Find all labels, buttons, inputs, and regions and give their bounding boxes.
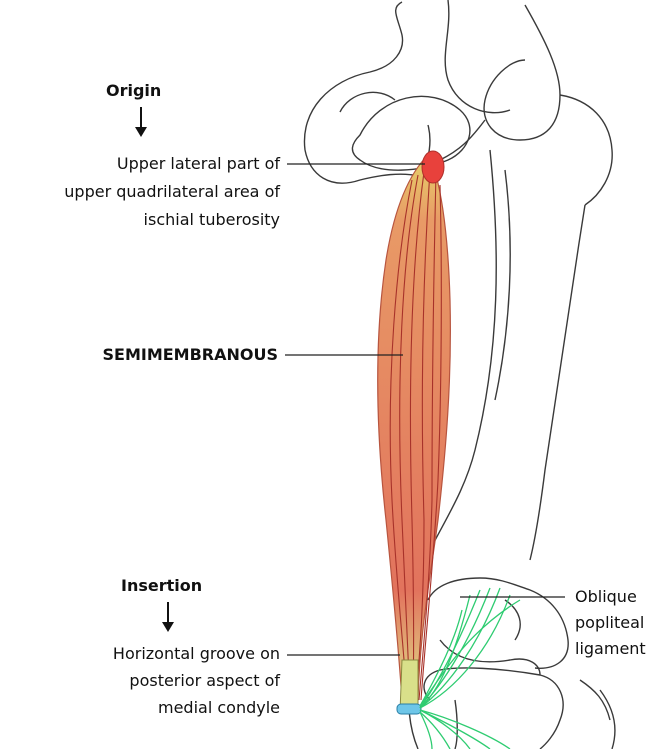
- insertion-arrow: [167, 602, 169, 624]
- insertion-text-line-3: medial condyle: [158, 697, 280, 718]
- origin-heading: Origin: [106, 80, 161, 101]
- ligament-text-line-3: ligament: [575, 638, 646, 659]
- origin-site: [422, 151, 444, 183]
- origin-arrow: [140, 107, 142, 129]
- insertion-text-line-2: posterior aspect of: [129, 670, 280, 691]
- pelvis-bone: [304, 0, 510, 183]
- insertion-heading: Insertion: [121, 575, 202, 596]
- origin-text-line-2: upper quadrilateral area of: [64, 181, 280, 202]
- origin-text-line-3: ischial tuberosity: [144, 209, 280, 230]
- ligament-text-line-1: Oblique: [575, 586, 637, 607]
- origin-text-line-1: Upper lateral part of: [117, 153, 280, 174]
- semimembranous-muscle: [378, 155, 451, 700]
- muscle-name: SEMIMEMBRANOUS: [102, 344, 278, 365]
- insertion-site: [397, 704, 421, 714]
- ligament-text-line-2: popliteal: [575, 612, 644, 633]
- insertion-text-line-1: Horizontal groove on: [113, 643, 280, 664]
